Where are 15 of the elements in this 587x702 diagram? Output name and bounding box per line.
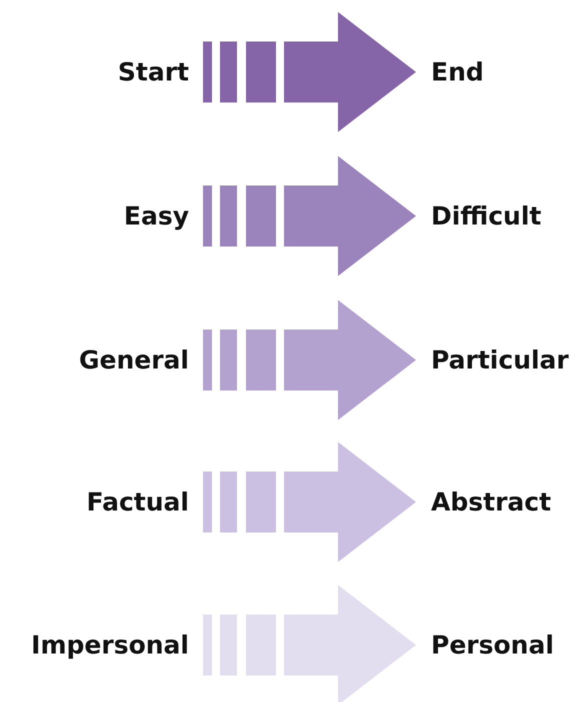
term-label: Factual (86, 488, 189, 516)
term-label: Particular (431, 346, 569, 374)
term-label: End (431, 58, 484, 86)
term-label: Personal (431, 630, 554, 660)
term-label: General (79, 346, 189, 374)
term-label: Easy (124, 202, 189, 230)
term-label: Impersonal (31, 630, 189, 660)
block-arrow (203, 585, 416, 702)
block-arrow (203, 156, 416, 276)
block-arrow (203, 12, 416, 132)
term-label: Start (118, 58, 189, 86)
term-label: Difficult (431, 202, 542, 230)
block-arrow (203, 442, 416, 562)
term-label: Abstract (431, 488, 552, 516)
block-arrow (203, 300, 416, 420)
